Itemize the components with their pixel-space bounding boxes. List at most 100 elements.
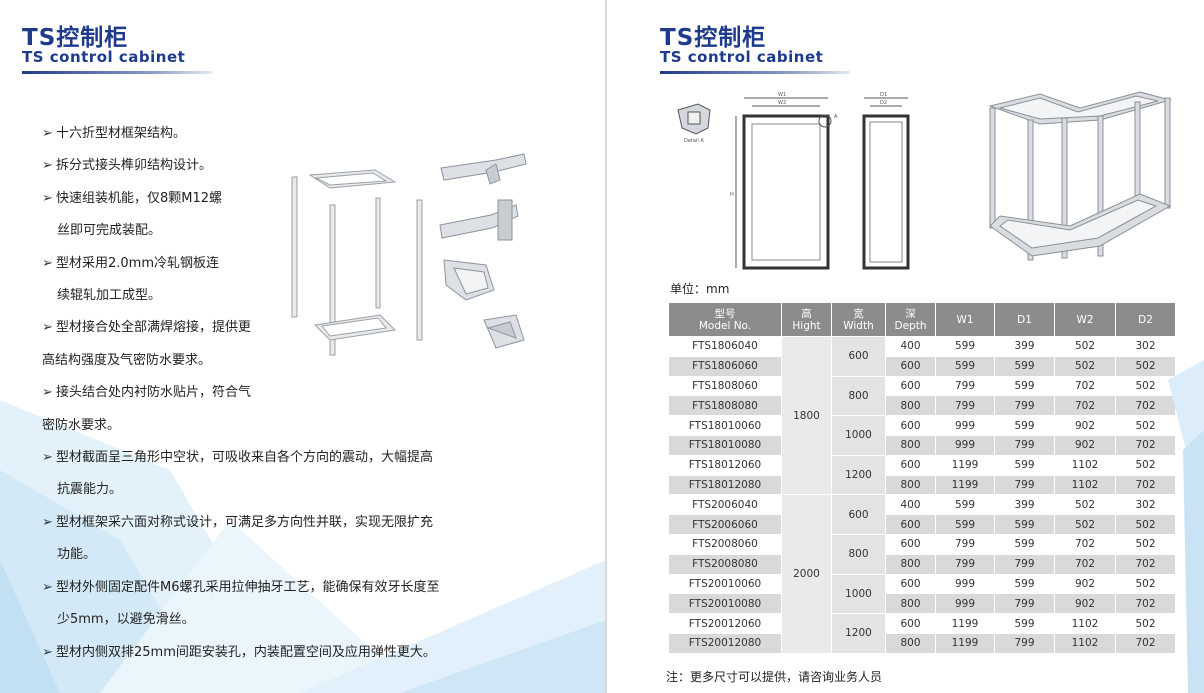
model-cell: FTS2006040	[668, 494, 782, 516]
column-header-en: W1	[956, 313, 974, 326]
w2-cell: 702	[1054, 533, 1116, 555]
column-header: D2	[1115, 302, 1176, 337]
bullet-arrow-icon: ➢	[42, 320, 53, 336]
w2-cell: 502	[1054, 494, 1116, 516]
page-title-en-right: TS control cabinet	[660, 48, 824, 66]
d2-cell: 302	[1115, 494, 1176, 516]
feature-text: 拆分式接头榫卯结构设计。	[56, 158, 213, 174]
w1-cell: 1199	[935, 613, 995, 634]
depth-cell: 600	[885, 355, 936, 377]
right-page: TS控制柜 TS control cabinet W1 W2 D1 D2 H	[608, 0, 1204, 693]
w1-cell: 799	[935, 395, 995, 417]
feature-line: ➢型材外侧固定配件M6螺孔采用拉伸抽牙工艺，能确保有效牙长度至	[42, 572, 472, 604]
label-d1: D1	[880, 92, 887, 98]
feature-text: 十六折型材框架结构。	[56, 126, 187, 141]
w2-cell: 902	[1054, 434, 1116, 456]
w1-cell: 799	[935, 375, 995, 397]
d2-cell: 702	[1115, 553, 1176, 575]
d2-cell: 302	[1115, 336, 1176, 357]
profile-detail-illustrations	[439, 153, 527, 349]
feature-text: 接头结合处内衬防水贴片，符合气	[56, 385, 252, 401]
footnote: 注：更多尺寸可以提供，请咨询业务人员	[666, 670, 883, 684]
d2-cell: 702	[1115, 632, 1176, 654]
model-cell: FTS2006060	[668, 514, 782, 535]
depth-cell: 400	[885, 336, 936, 357]
d2-cell: 702	[1115, 395, 1176, 417]
feature-text: 快速组装机能，仅8颗M12螺	[56, 190, 223, 206]
depth-cell: 800	[885, 474, 936, 496]
d2-cell: 702	[1115, 593, 1176, 615]
d2-cell: 502	[1115, 613, 1176, 634]
d2-cell: 502	[1115, 573, 1176, 595]
cabinet-frame-3d-illustration	[988, 91, 1172, 261]
feature-line: 抗震能力。	[42, 474, 472, 506]
w2-cell: 502	[1054, 514, 1116, 535]
d1-cell: 399	[994, 336, 1055, 357]
d1-cell: 799	[994, 593, 1055, 615]
column-header: W2	[1054, 302, 1116, 337]
d1-cell: 599	[994, 533, 1055, 555]
feature-text: 功能。	[57, 547, 97, 563]
feature-line: ➢快速组装机能，仅8颗M12螺	[42, 183, 472, 215]
label-w1: W1	[778, 92, 786, 98]
label-h: H	[730, 192, 734, 198]
feature-text: 丝即可完成装配。	[57, 223, 162, 239]
d1-cell: 599	[994, 514, 1055, 535]
model-cell: FTS18010060	[668, 415, 782, 436]
d2-cell: 502	[1115, 375, 1176, 397]
d2-cell: 502	[1115, 454, 1176, 476]
d1-cell: 599	[994, 454, 1055, 476]
d1-cell: 599	[994, 415, 1055, 436]
column-header-en: Model No.	[698, 319, 752, 332]
feature-line: 少5mm，以避免滑丝。	[42, 604, 472, 636]
height-cell: 1800	[781, 335, 832, 496]
w1-cell: 999	[935, 415, 995, 436]
d1-cell: 799	[994, 553, 1055, 575]
d1-cell: 599	[994, 355, 1055, 377]
feature-text: 型材框架采六面对称式设计，可满足多方向性并联，实现无限扩充	[56, 514, 434, 530]
w2-cell: 1102	[1054, 632, 1116, 654]
d2-cell: 702	[1115, 474, 1176, 496]
depth-cell: 800	[885, 593, 936, 615]
feature-text: 密防水要求。	[42, 417, 121, 433]
w1-cell: 999	[935, 573, 995, 595]
unit-label: 单位：mm	[670, 282, 730, 296]
w1-cell: 799	[935, 533, 995, 555]
depth-cell: 800	[885, 395, 936, 417]
column-header-en: D1	[1017, 313, 1032, 326]
bullet-arrow-icon: ➢	[42, 644, 53, 660]
bullet-arrow-icon: ➢	[42, 190, 53, 206]
d1-cell: 399	[994, 494, 1055, 516]
d2-cell: 502	[1115, 355, 1176, 377]
model-cell: FTS20012060	[668, 613, 782, 634]
bullet-arrow-icon: ➢	[42, 579, 53, 595]
depth-cell: 600	[885, 613, 936, 634]
depth-cell: 600	[885, 514, 936, 535]
depth-cell: 600	[885, 454, 936, 476]
model-cell: FTS18012060	[668, 454, 782, 476]
depth-cell: 600	[885, 573, 936, 595]
feature-line: ➢型材截面呈三角形中空状，可吸收来自各个方向的震动，大幅提高	[42, 442, 472, 474]
width-cell: 600	[831, 336, 886, 377]
feature-line: 密防水要求。	[42, 410, 472, 442]
column-header-en: Hight	[792, 319, 821, 332]
column-header: D1	[994, 302, 1055, 337]
model-cell: FTS1806060	[668, 355, 782, 377]
w2-cell: 502	[1054, 355, 1116, 377]
feature-text: 型材外侧固定配件M6螺孔采用拉伸抽牙工艺，能确保有效牙长度至	[56, 579, 440, 595]
feature-line: ➢拆分式接头榫卯结构设计。	[42, 150, 472, 182]
d2-cell: 502	[1115, 533, 1176, 555]
feature-text: 型材内侧双排25mm间距安装孔，内装配置空间及应用弹性更大。	[56, 644, 436, 660]
w1-cell: 799	[935, 553, 995, 575]
feature-line: 续辊轧加工成型。	[42, 280, 472, 312]
feature-line: 高结构强度及气密防水要求。	[42, 345, 472, 377]
w1-cell: 1199	[935, 632, 995, 654]
